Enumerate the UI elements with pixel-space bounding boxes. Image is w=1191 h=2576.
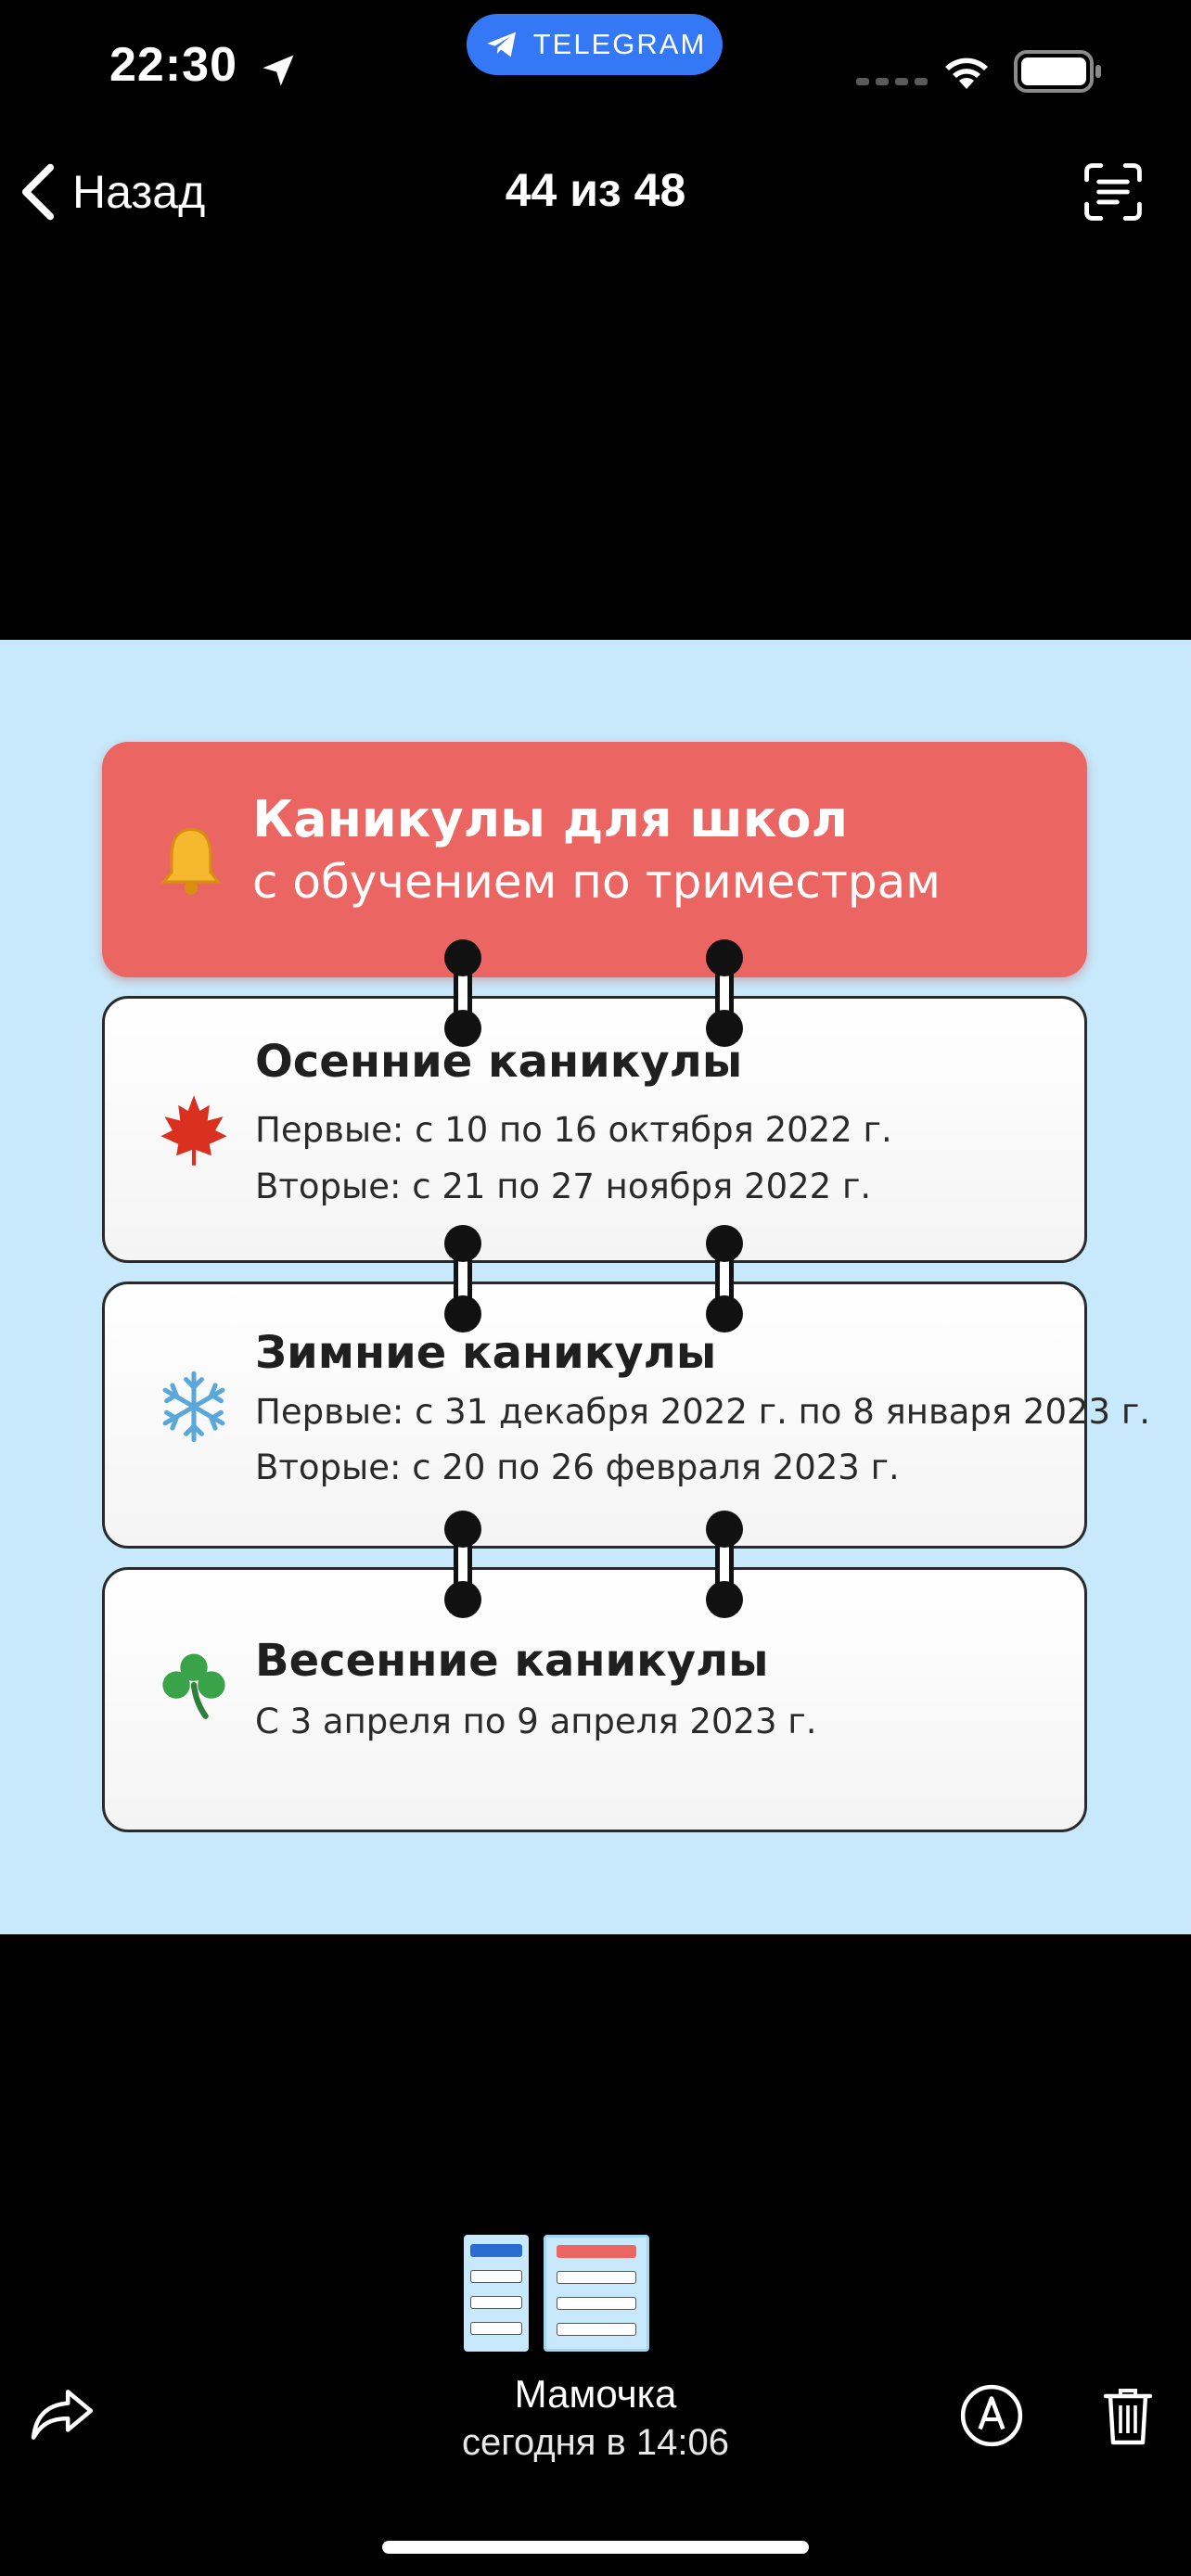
sender-name: Мамочка — [514, 2372, 677, 2416]
live-text-scan-icon[interactable] — [1081, 159, 1146, 224]
card-title: Зимние каникулы — [255, 1327, 717, 1379]
trash-icon[interactable] — [1102, 2385, 1154, 2446]
markup-icon[interactable] — [959, 2383, 1024, 2448]
card-title: Весенние каникулы — [255, 1635, 769, 1687]
header-card: Каникулы для школ с обучением по тримест… — [102, 742, 1087, 977]
back-button[interactable]: Назад — [17, 158, 205, 226]
telegram-icon — [486, 32, 516, 57]
binder-ring — [444, 939, 481, 1047]
binder-ring — [706, 1225, 743, 1333]
card-line: Вторые: с 20 по 26 февраля 2023 г. — [255, 1447, 900, 1487]
bell-icon — [160, 827, 222, 895]
card-title: Осенние каникулы — [255, 1036, 743, 1088]
maple-leaf-icon — [160, 1095, 227, 1166]
binder-ring — [444, 1511, 481, 1618]
chevron-left-icon — [21, 163, 55, 221]
location-arrow-icon — [263, 55, 294, 86]
photo-counter: 44 из 48 — [505, 164, 686, 216]
autumn-card: Осенние каникулы Первые: с 10 по 16 октя… — [102, 996, 1087, 1263]
back-label: Назад — [72, 166, 206, 218]
status-time: 22:30 — [109, 38, 237, 92]
winter-card: Зимние каникулы Первые: с 31 декабря 202… — [102, 1282, 1150, 1549]
binder-ring — [706, 939, 743, 1047]
wifi-icon — [945, 57, 988, 89]
card-line: Вторые: с 21 по 27 ноября 2022 г. — [255, 1167, 872, 1206]
return-app-label: TELEGRAM — [532, 28, 707, 60]
header-subtitle: с обучением по триместрам — [252, 855, 941, 909]
thumbnail-strip[interactable] — [464, 2235, 649, 2352]
snowflake-icon — [162, 1371, 225, 1443]
photo-viewer-image[interactable]: Каникулы для школ с обучением по тримест… — [0, 640, 1191, 1934]
card-line: С 3 апреля по 9 апреля 2023 г. — [255, 1702, 817, 1741]
thumbnail-current[interactable] — [544, 2235, 649, 2352]
sent-time: сегодня в 14:06 — [462, 2422, 729, 2463]
home-indicator[interactable] — [382, 2541, 809, 2554]
header-title: Каникулы для школ — [252, 790, 849, 848]
binder-ring — [444, 1225, 481, 1333]
card-line: Первые: с 31 декабря 2022 г. по 8 января… — [255, 1392, 1151, 1432]
share-icon[interactable] — [28, 2385, 96, 2444]
shamrock-icon — [162, 1653, 225, 1719]
thumbnail-previous[interactable] — [464, 2235, 529, 2352]
signal-icon — [856, 78, 928, 85]
card-line: Первые: с 10 по 16 октября 2022 г. — [255, 1110, 892, 1150]
battery-icon — [1014, 50, 1101, 93]
spring-card: Весенние каникулы С 3 апреля по 9 апреля… — [102, 1567, 1087, 1832]
binder-ring — [706, 1511, 743, 1618]
return-to-telegram-button[interactable]: TELEGRAM — [467, 14, 723, 75]
